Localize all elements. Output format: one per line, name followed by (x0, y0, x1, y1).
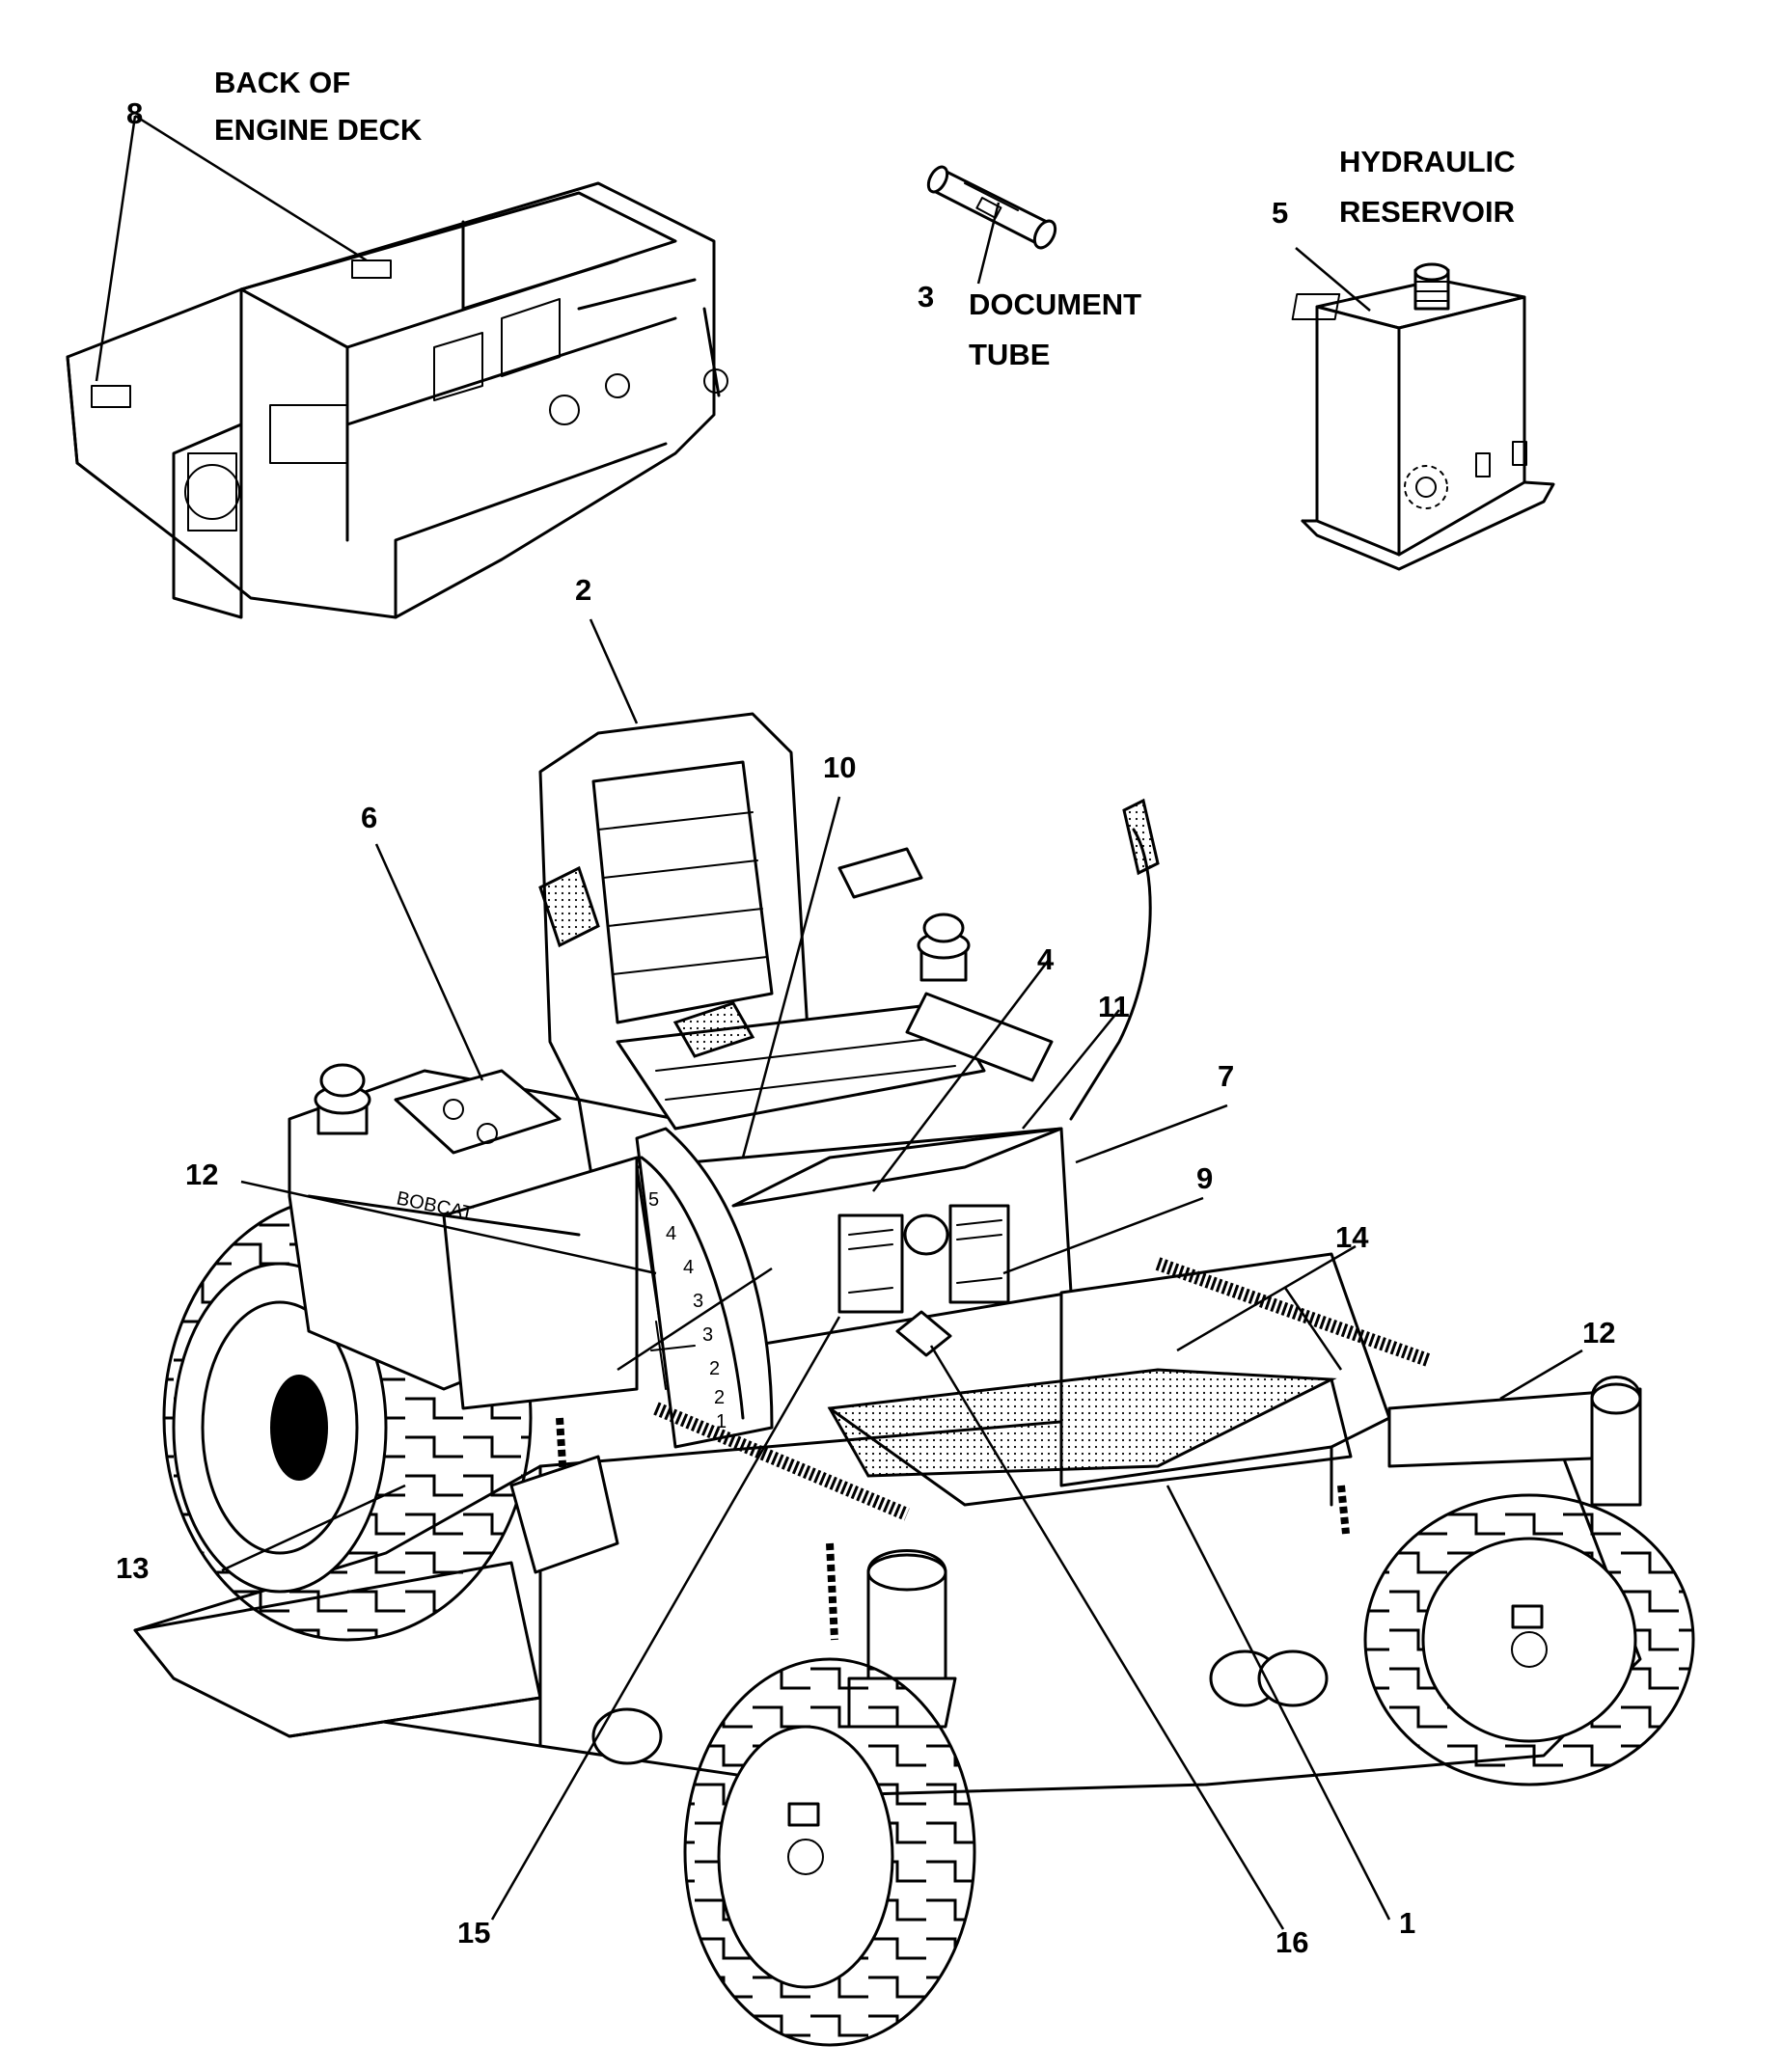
callout-12-right: 12 (1582, 1316, 1615, 1350)
callout-12-left: 12 (185, 1158, 218, 1191)
callout-11: 11 (1098, 990, 1130, 1023)
callout-10: 10 (823, 750, 856, 784)
leader-lines (95, 114, 1583, 1930)
callout-16: 16 (1276, 1925, 1308, 1959)
gauge-mark-2b: 2 (714, 1387, 725, 1408)
engine-deck-label-line2: ENGINE DECK (214, 113, 423, 147)
engine-deck-label: BACK OF ENGINE DECK (214, 66, 423, 147)
hydraulic-reservoir-label-line2: RESERVOIR (1339, 195, 1515, 229)
lift-springs (653, 1257, 1431, 1521)
callout-numbers: 8 3 5 2 6 10 4 11 7 9 12 14 12 13 15 16 … (116, 96, 1615, 1959)
right-fuel-cap (905, 913, 1054, 1082)
foot-platform (827, 1368, 1337, 1478)
operator-seat (538, 712, 986, 1131)
engine-deck-label-line1: BACK OF (214, 66, 350, 99)
callout-7: 7 (1218, 1059, 1234, 1093)
callout-3: 3 (918, 280, 934, 314)
callout-4: 4 (1037, 942, 1055, 976)
gauge-mark-3a: 3 (693, 1291, 703, 1312)
discharge-chute (509, 1455, 619, 1574)
callout-14: 14 (1335, 1220, 1369, 1254)
callout-15: 15 (457, 1916, 490, 1949)
engine-deck-frame (66, 181, 728, 619)
front-right-tire (1363, 1493, 1695, 1786)
safety-decal-right (948, 1204, 1010, 1304)
gauge-mark-2a: 2 (709, 1358, 720, 1379)
callout-6: 6 (361, 801, 377, 834)
callout-5: 5 (1272, 196, 1288, 230)
hydraulic-reservoir (1291, 262, 1555, 571)
front-left-tire (683, 1657, 976, 2047)
document-tube-label: DOCUMENT TUBE (969, 287, 1141, 371)
left-fuel-cap (314, 1063, 371, 1135)
callout-9: 9 (1196, 1161, 1213, 1195)
gauge-mark-4a: 4 (666, 1223, 676, 1244)
right-steering-lever (1069, 828, 1152, 1121)
callout-13: 13 (116, 1551, 149, 1585)
gauge-mark-5: 5 (648, 1189, 659, 1211)
callout-8: 8 (126, 96, 143, 130)
warning-diamond-decal (895, 1310, 952, 1357)
front-right-caster (1590, 1376, 1642, 1507)
hydraulic-reservoir-label-line1: HYDRAULIC (1339, 145, 1516, 178)
document-tube-label-line1: DOCUMENT (969, 287, 1141, 321)
document-tube-label-line2: TUBE (969, 338, 1050, 371)
hydraulic-reservoir-label: HYDRAULIC RESERVOIR (1339, 145, 1516, 229)
throttle-panel (394, 1069, 562, 1155)
callout-1: 1 (1399, 1906, 1415, 1940)
gauge-mark-4b: 4 (683, 1257, 694, 1278)
document-tube (926, 165, 1057, 250)
callout-2: 2 (575, 573, 591, 607)
height-of-cut-gauge: 5 4 4 3 3 2 2 1 (635, 1127, 774, 1449)
gauge-mark-3b: 3 (702, 1324, 713, 1346)
gauge-mark-1: 1 (716, 1411, 727, 1432)
mower-illustration: BOBCAT (133, 712, 1695, 2047)
